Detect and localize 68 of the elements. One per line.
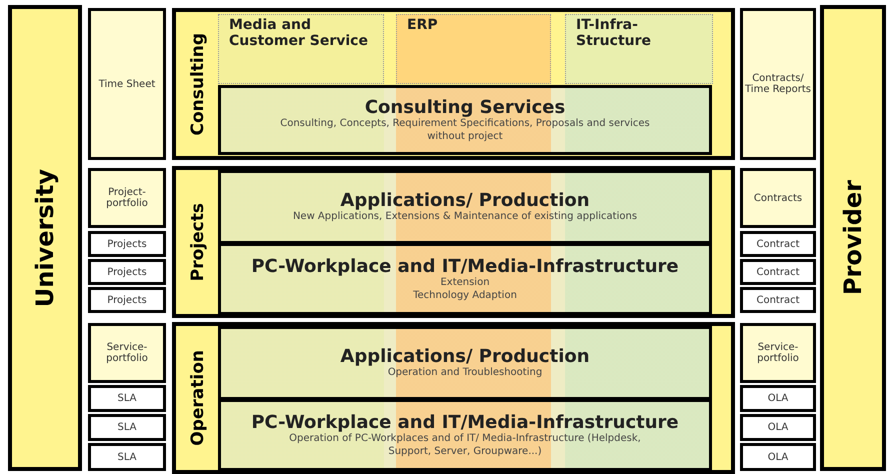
service-title: Applications/ Production (340, 346, 590, 368)
document-box (740, 287, 816, 313)
service-description: Technology Adaption (413, 290, 517, 302)
service-description: Operation and Troubleshooting (388, 367, 542, 380)
band-panel (172, 166, 735, 318)
time-sheet: Time Sheet (98, 78, 156, 90)
document-box (740, 168, 816, 228)
service-box (218, 326, 712, 400)
service-description: Extension (440, 277, 490, 290)
band-panel (172, 8, 735, 160)
side-panel (8, 5, 82, 471)
document-box (88, 287, 166, 313)
document-box (740, 385, 816, 412)
document-label: Projects (107, 238, 147, 250)
service-description: Consulting, Concepts, Requirement Specifications, Proposals and services without project (279, 118, 651, 143)
domain-column (565, 14, 713, 84)
service-box (218, 243, 712, 315)
document-box (88, 323, 166, 383)
document-box (740, 443, 816, 471)
service-box (218, 399, 712, 471)
provider-label: Provider (839, 180, 867, 296)
portfolio-label: Project-portfolio (105, 187, 149, 209)
side-panel (820, 5, 886, 471)
university-label: University (31, 168, 59, 308)
contract-label: Contract (756, 238, 800, 250)
service-title: Applications/ Production (340, 190, 590, 212)
contract-label: Contracts (754, 192, 802, 204)
agreement-label: OLA (768, 393, 788, 404)
domain-column (218, 14, 384, 84)
document-box (88, 231, 166, 257)
document-box (88, 168, 166, 228)
band-title: Consulting (188, 32, 208, 136)
service-description: New Applications, Extensions & Maintenance of existing applications (292, 211, 638, 224)
agreement-label: SLA (118, 393, 136, 404)
document-box (88, 443, 166, 471)
portfolio-label: Service-portfolio (105, 342, 149, 364)
column-title: Media and Customer Service (229, 17, 369, 50)
document-label: Projects (107, 294, 147, 306)
document-box (740, 414, 816, 441)
document-label: Projects (107, 266, 147, 278)
service-box (218, 170, 712, 244)
document-box (740, 8, 816, 160)
document-box (88, 385, 166, 412)
document-box (88, 8, 166, 160)
agreement-label: OLA (768, 452, 788, 462)
column-title: ERP (407, 17, 438, 34)
portfolio-label: Service-portfolio (756, 342, 800, 364)
document-box (740, 259, 816, 285)
band-title: Projects (188, 202, 208, 282)
document-box (88, 414, 166, 441)
service-title: PC-Workplace and IT/Media-Infrastructure (251, 256, 679, 277)
document-box (88, 259, 166, 285)
contract-label: Contract (756, 294, 800, 306)
contract-label: Contracts/ Time Reports (745, 73, 811, 95)
contract-label: Contract (756, 266, 800, 278)
document-box (740, 323, 816, 383)
service-title: PC-Workplace and IT/Media-Infrastructure (251, 412, 679, 433)
agreement-label: OLA (768, 422, 788, 433)
agreement-label: SLA (118, 422, 136, 433)
column-title: IT-Infra-Structure (576, 17, 652, 50)
service-box (218, 85, 712, 155)
service-description: Operation of PC-Workplaces and of IT/ Media-Infrastructure (Helpdesk, Support, Server, Groupware...) (288, 433, 642, 458)
domain-column (396, 14, 551, 84)
band-panel (172, 322, 735, 474)
document-box (740, 231, 816, 257)
service-title: Consulting Services (364, 97, 566, 118)
band-title: Operation (188, 350, 208, 446)
agreement-label: SLA (118, 452, 136, 462)
